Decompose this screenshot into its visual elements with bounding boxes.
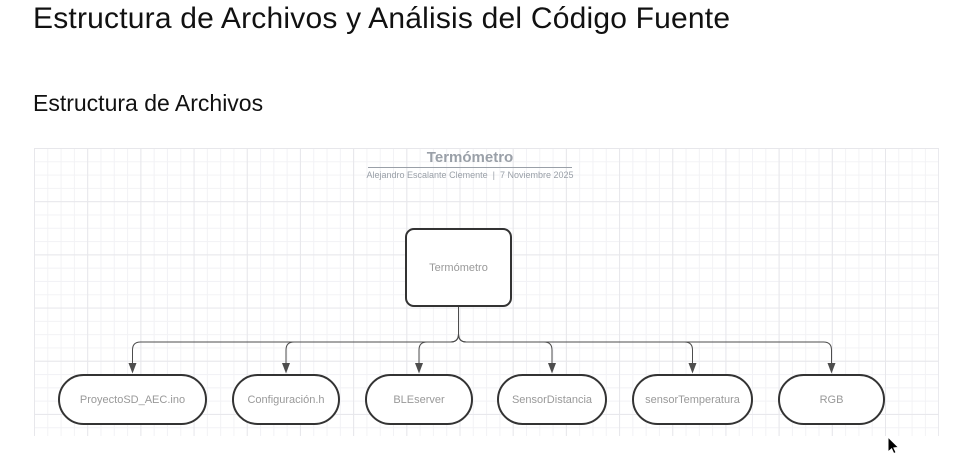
node-termometro-root: Termómetro (405, 228, 512, 307)
node-rgb: RGB (778, 374, 885, 425)
section-heading: Estructura de Archivos (33, 90, 264, 116)
diagram-header-title: Termómetro (426, 149, 514, 166)
diagram-header-subtitle: Alejandro Escalante Clemente | 7 Noviembre… (320, 170, 620, 180)
diagram-subtitle-separator: | (492, 170, 495, 180)
diagram-header: Termómetro Alejandro Escalante Clemente |… (320, 148, 620, 180)
diagram-date: 7 Noviembre 2025 (499, 170, 574, 180)
diagram-author: Alejandro Escalante Clemente (366, 170, 488, 180)
node-sensortemperatura: sensorTemperatura (632, 374, 753, 425)
page-title: Estructura de Archivos y Análisis del Có… (33, 2, 731, 35)
node-bleserver: BLEserver (365, 374, 473, 425)
mouse-cursor-icon (887, 436, 900, 455)
diagram-header-divider (368, 167, 572, 168)
node-configuracion-h: Configuración.h (232, 374, 340, 425)
node-sensordistancia: SensorDistancia (497, 374, 607, 425)
diagram-canvas[interactable]: Termómetro Alejandro Escalante Clemente |… (34, 148, 939, 436)
node-proyectosd-aec-ino: ProyectoSD_AEC.ino (58, 374, 207, 425)
